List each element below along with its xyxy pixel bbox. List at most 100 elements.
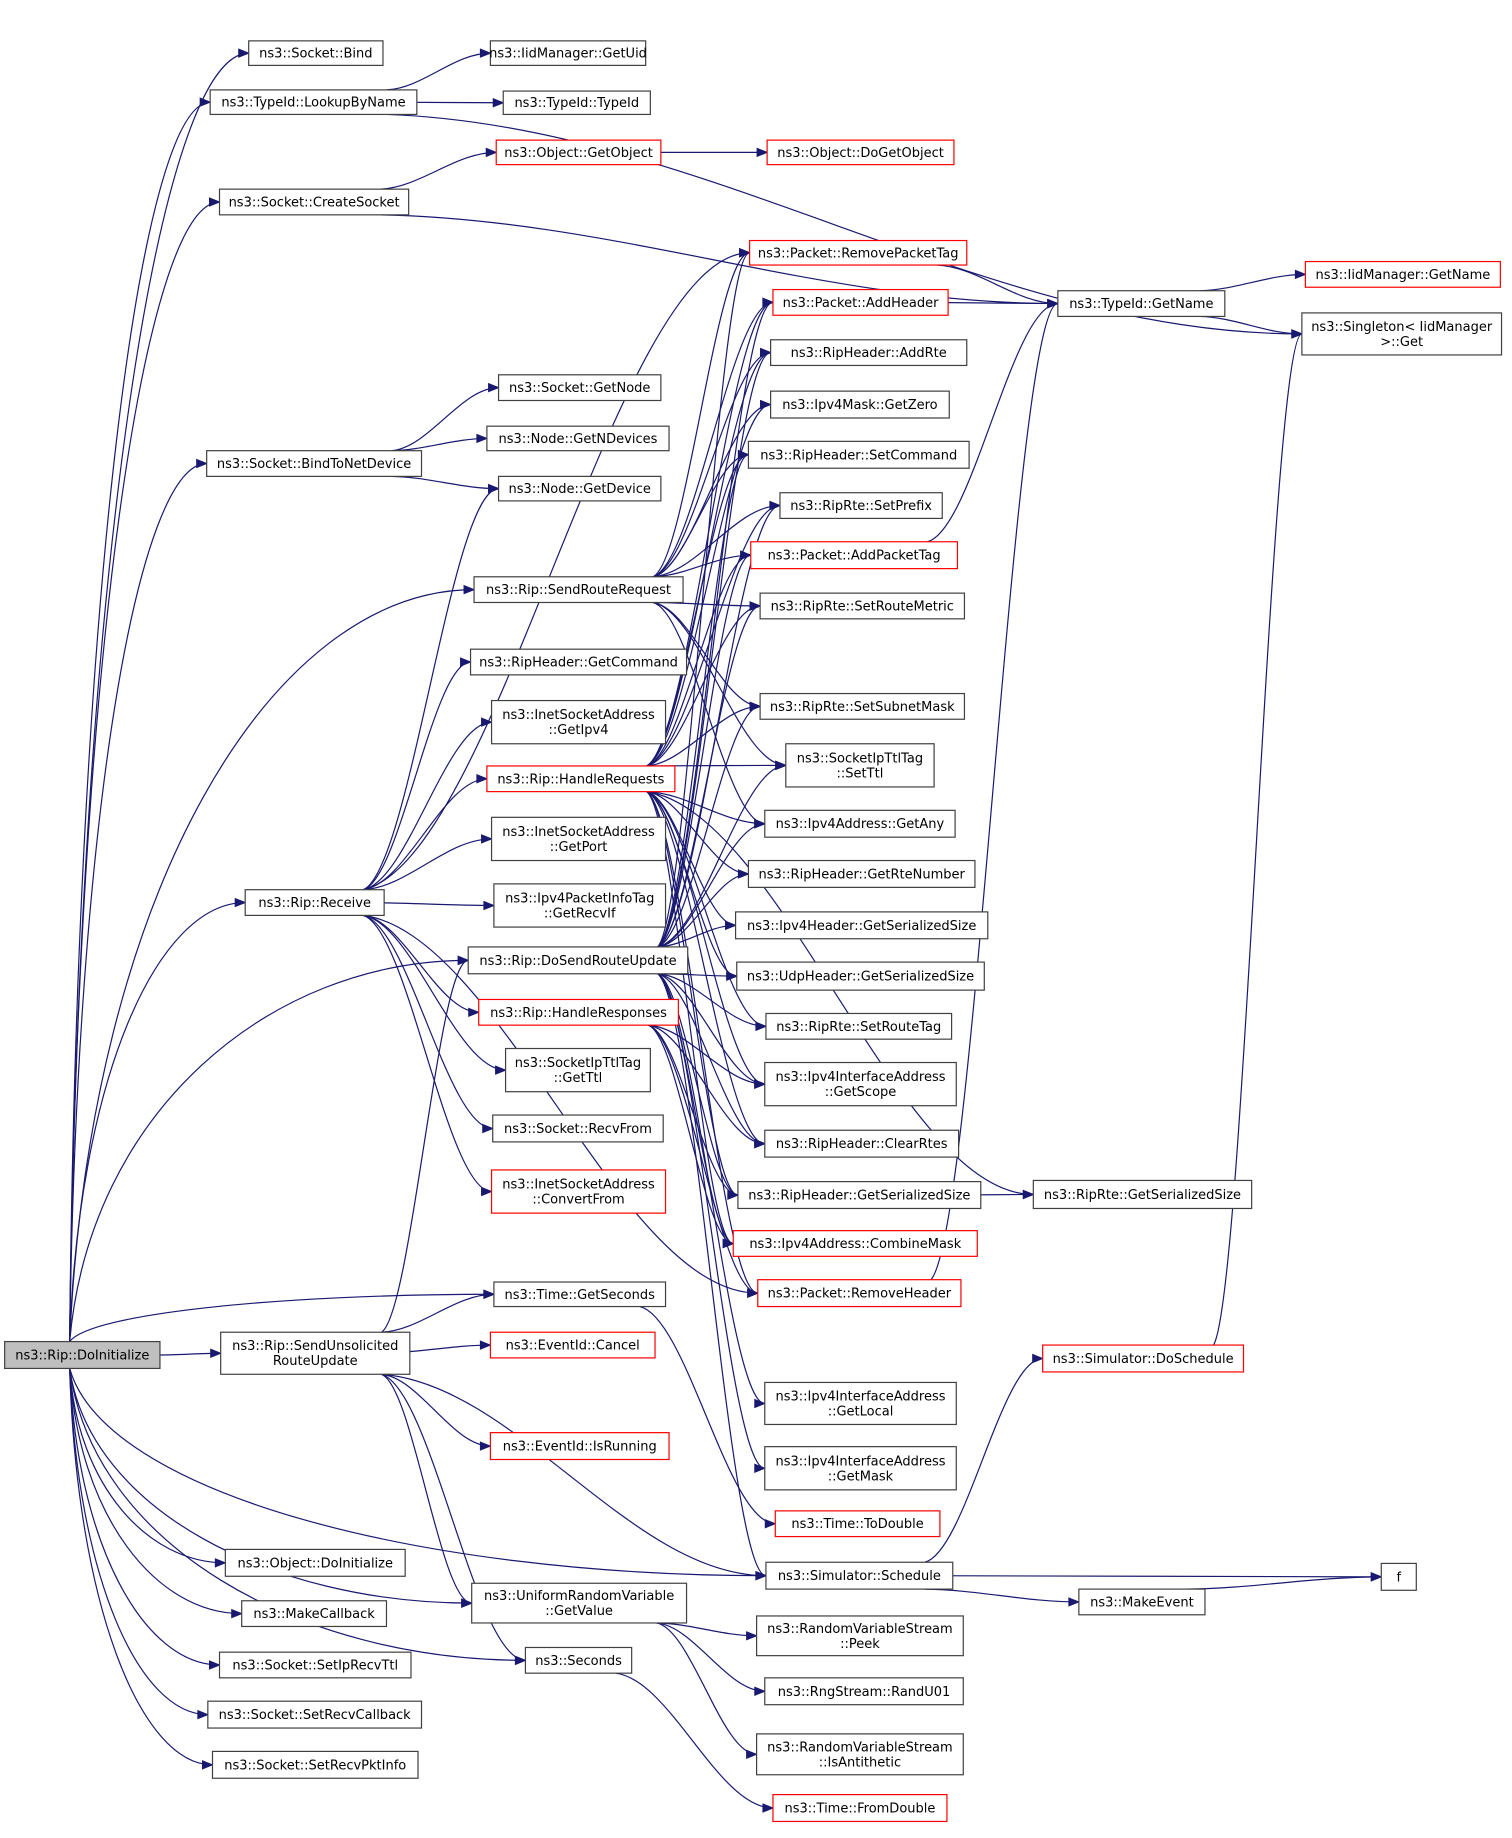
node-box[interactable] bbox=[772, 288, 949, 316]
node-doschedule[interactable]: ns3::Simulator::DoSchedule bbox=[1042, 1344, 1245, 1373]
node-isrunning[interactable]: ns3::EventId::IsRunning bbox=[489, 1432, 670, 1461]
node-box[interactable] bbox=[490, 699, 667, 745]
node-typeid[interactable]: ns3::TypeId::TypeId bbox=[502, 90, 651, 116]
node-seconds[interactable]: ns3::Seconds bbox=[524, 1646, 633, 1674]
node-addpackettag[interactable]: ns3::Packet::AddPacketTag bbox=[750, 541, 959, 570]
node-setttl[interactable]: ns3::SocketIpTtlTag::SetTtl bbox=[785, 743, 935, 788]
node-box[interactable] bbox=[747, 440, 970, 469]
node-udphdrsize[interactable]: ns3::UdpHeader::GetSerializedSize bbox=[736, 961, 985, 991]
node-box[interactable] bbox=[1301, 312, 1503, 356]
node-recvfrom[interactable]: ns3::Socket::RecvFrom bbox=[492, 1114, 664, 1143]
node-getlocal[interactable]: ns3::Ipv4InterfaceAddress::GetLocal bbox=[764, 1381, 957, 1426]
node-getobject[interactable]: ns3::Object::GetObject bbox=[495, 139, 662, 166]
node-box[interactable] bbox=[737, 1181, 982, 1210]
node-bindtonetdevice[interactable]: ns3::Socket::BindToNetDevice bbox=[206, 450, 423, 477]
node-todouble[interactable]: ns3::Time::ToDouble bbox=[774, 1510, 941, 1538]
node-fromdouble[interactable]: ns3::Time::FromDouble bbox=[772, 1794, 948, 1823]
node-box[interactable] bbox=[757, 1279, 962, 1308]
node-riphdrsize[interactable]: ns3::RipHeader::GetSerializedSize bbox=[737, 1181, 982, 1210]
node-addheader[interactable]: ns3::Packet::AddHeader bbox=[772, 288, 949, 316]
node-box[interactable] bbox=[218, 1651, 412, 1679]
node-getname[interactable]: ns3::TypeId::GetName bbox=[1057, 290, 1226, 318]
node-box[interactable] bbox=[732, 1230, 978, 1257]
node-box[interactable] bbox=[736, 961, 985, 991]
node-box[interactable] bbox=[1032, 1179, 1253, 1210]
node-clearrtes[interactable]: ns3::RipHeader::ClearRtes bbox=[764, 1129, 960, 1158]
node-dogetobject[interactable]: ns3::Object::DoGetObject bbox=[766, 139, 955, 166]
node-box[interactable] bbox=[765, 1561, 954, 1590]
node-box[interactable] bbox=[490, 816, 667, 862]
node-box[interactable] bbox=[497, 374, 662, 402]
node-box[interactable] bbox=[241, 1600, 388, 1628]
node-getmask[interactable]: ns3::Ipv4InterfaceAddress::GetMask bbox=[764, 1446, 957, 1491]
node-removepackettag[interactable]: ns3::Packet::RemovePacketTag bbox=[748, 239, 968, 266]
node-peek[interactable]: ns3::RandomVariableStream::Peek bbox=[756, 1615, 964, 1657]
node-getany[interactable]: ns3::Ipv4Address::GetAny bbox=[764, 809, 956, 838]
node-box[interactable] bbox=[218, 188, 410, 216]
node-randu01[interactable]: ns3::RngStream::RandU01 bbox=[764, 1677, 964, 1706]
node-makecallback[interactable]: ns3::MakeCallback bbox=[241, 1600, 388, 1628]
node-setprefix[interactable]: ns3::RipRte::SetPrefix bbox=[779, 492, 943, 520]
node-box[interactable] bbox=[502, 90, 651, 116]
node-setsubnetmask[interactable]: ns3::RipRte::SetSubnetMask bbox=[759, 692, 966, 720]
node-getuid[interactable]: ns3::IidManager::GetUid bbox=[489, 40, 647, 66]
node-box[interactable] bbox=[211, 1750, 419, 1779]
node-iidgetname[interactable]: ns3::IidManager::GetName bbox=[1304, 260, 1501, 288]
node-box[interactable] bbox=[244, 889, 385, 916]
node-box[interactable] bbox=[770, 390, 950, 419]
node-box[interactable] bbox=[764, 1381, 957, 1426]
node-box[interactable] bbox=[4, 1340, 161, 1370]
node-box[interactable] bbox=[209, 89, 418, 116]
node-isantithetic[interactable]: ns3::RandomVariableStream::IsAntithetic bbox=[756, 1733, 964, 1776]
node-lookup[interactable]: ns3::TypeId::LookupByName bbox=[209, 89, 418, 116]
node-singleton[interactable]: ns3::Singleton< IidManager>::Get bbox=[1301, 312, 1503, 356]
node-handleresponses[interactable]: ns3::Rip::HandleResponses bbox=[478, 998, 679, 1026]
node-getrtenumber[interactable]: ns3::RipHeader::GetRteNumber bbox=[747, 859, 976, 888]
node-getttl[interactable]: ns3::SocketIpTtlTag::GetTtl bbox=[504, 1047, 651, 1093]
node-box[interactable] bbox=[764, 1677, 964, 1706]
node-receive[interactable]: ns3::Rip::Receive bbox=[244, 889, 385, 916]
node-box[interactable] bbox=[486, 425, 670, 452]
node-box[interactable] bbox=[524, 1646, 633, 1674]
node-box[interactable] bbox=[734, 911, 989, 940]
node-box[interactable] bbox=[1042, 1344, 1245, 1373]
node-box[interactable] bbox=[489, 1432, 670, 1461]
node-box[interactable] bbox=[772, 1794, 948, 1823]
node-convertfrom[interactable]: ns3::InetSocketAddress::ConvertFrom bbox=[490, 1169, 667, 1214]
node-box[interactable] bbox=[764, 1061, 957, 1107]
node-setcommand[interactable]: ns3::RipHeader::SetCommand bbox=[747, 440, 970, 469]
node-box[interactable] bbox=[779, 492, 943, 520]
node-box[interactable] bbox=[489, 40, 647, 66]
node-setroutetag[interactable]: ns3::RipRte::SetRouteTag bbox=[765, 1012, 953, 1040]
node-box[interactable] bbox=[748, 239, 968, 266]
node-createsocket[interactable]: ns3::Socket::CreateSocket bbox=[218, 188, 410, 216]
node-f[interactable]: f bbox=[1380, 1562, 1417, 1591]
node-box[interactable] bbox=[493, 883, 667, 928]
node-box[interactable] bbox=[486, 765, 676, 793]
node-box[interactable] bbox=[785, 743, 935, 788]
node-box[interactable] bbox=[765, 1012, 953, 1040]
node-box[interactable] bbox=[467, 946, 689, 975]
node-box[interactable] bbox=[750, 541, 959, 570]
node-box[interactable] bbox=[493, 1281, 667, 1308]
node-box[interactable] bbox=[478, 998, 679, 1026]
node-box[interactable] bbox=[492, 1114, 664, 1143]
node-box[interactable] bbox=[764, 1129, 960, 1158]
node-box[interactable] bbox=[766, 139, 955, 166]
node-makeevent[interactable]: ns3::MakeEvent bbox=[1078, 1588, 1206, 1616]
node-getndevices[interactable]: ns3::Node::GetNDevices bbox=[486, 425, 670, 452]
node-setrecvpktinfo[interactable]: ns3::Socket::SetRecvPktInfo bbox=[211, 1750, 419, 1779]
node-box[interactable] bbox=[489, 1331, 656, 1359]
node-box[interactable] bbox=[774, 1510, 941, 1538]
node-box[interactable] bbox=[495, 139, 662, 166]
node-getnode[interactable]: ns3::Socket::GetNode bbox=[497, 374, 662, 402]
node-objdoinit[interactable]: ns3::Object::DoInitialize bbox=[224, 1548, 406, 1577]
node-box[interactable] bbox=[469, 648, 688, 676]
node-handlerequests[interactable]: ns3::Rip::HandleRequests bbox=[486, 765, 676, 793]
node-box[interactable] bbox=[1078, 1588, 1206, 1616]
node-box[interactable] bbox=[504, 1047, 651, 1093]
node-dosendrouteupdate[interactable]: ns3::Rip::DoSendRouteUpdate bbox=[467, 946, 689, 975]
node-box[interactable] bbox=[756, 1733, 964, 1776]
node-box[interactable] bbox=[764, 1446, 957, 1491]
